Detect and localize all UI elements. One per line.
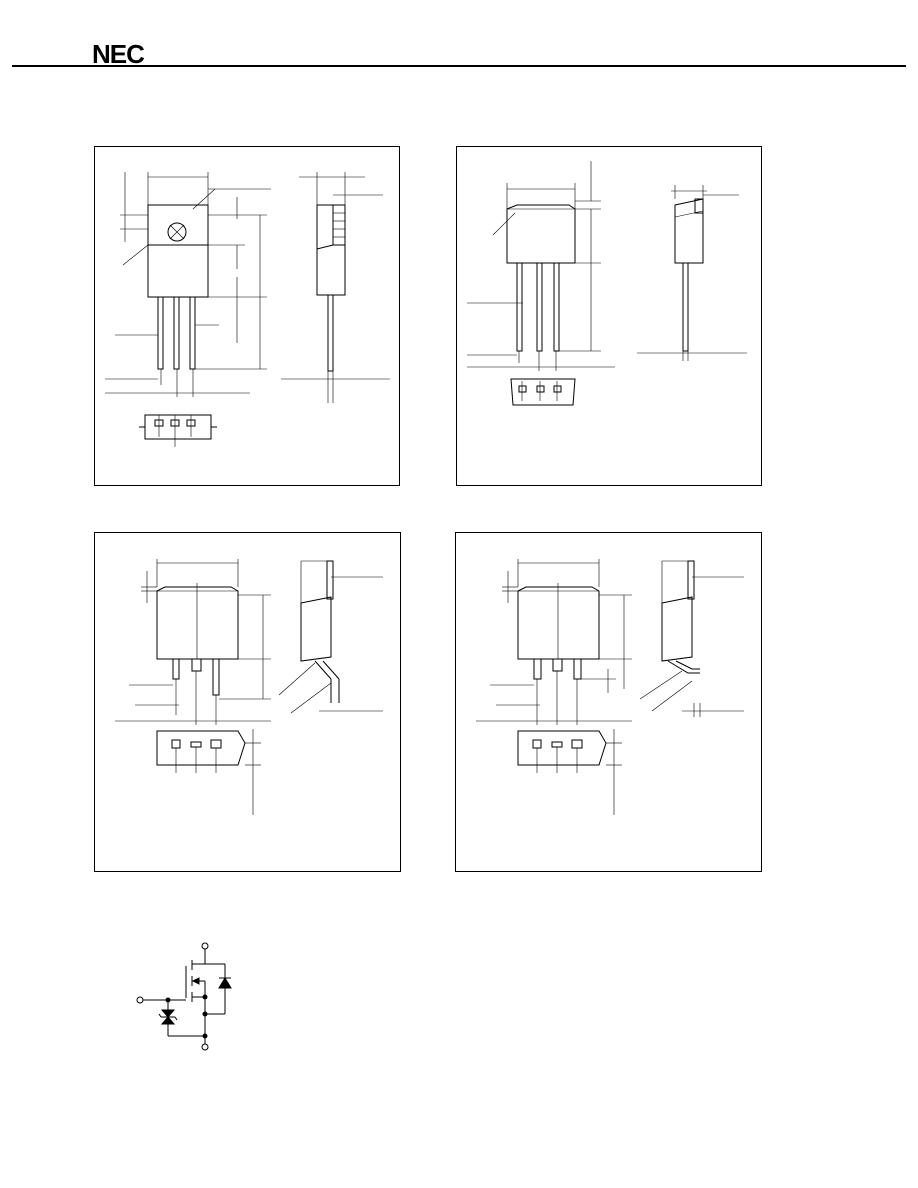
package-drawing-1	[94, 146, 400, 486]
package-drawing-2	[456, 146, 762, 486]
package-drawing-3	[94, 532, 401, 872]
header-rule	[12, 65, 906, 67]
equivalent-circuit	[136, 942, 232, 1051]
package-drawing-1-svg	[105, 172, 390, 447]
source-terminal	[201, 1043, 209, 1051]
package-drawing-4-svg	[476, 559, 744, 815]
package-drawing-4	[455, 532, 762, 872]
gate-terminal	[136, 996, 144, 1004]
package-drawing-3-svg	[115, 559, 383, 815]
package-drawing-2-svg	[467, 161, 747, 406]
drain-terminal	[201, 942, 209, 950]
nec-logo: NEC	[92, 39, 145, 69]
